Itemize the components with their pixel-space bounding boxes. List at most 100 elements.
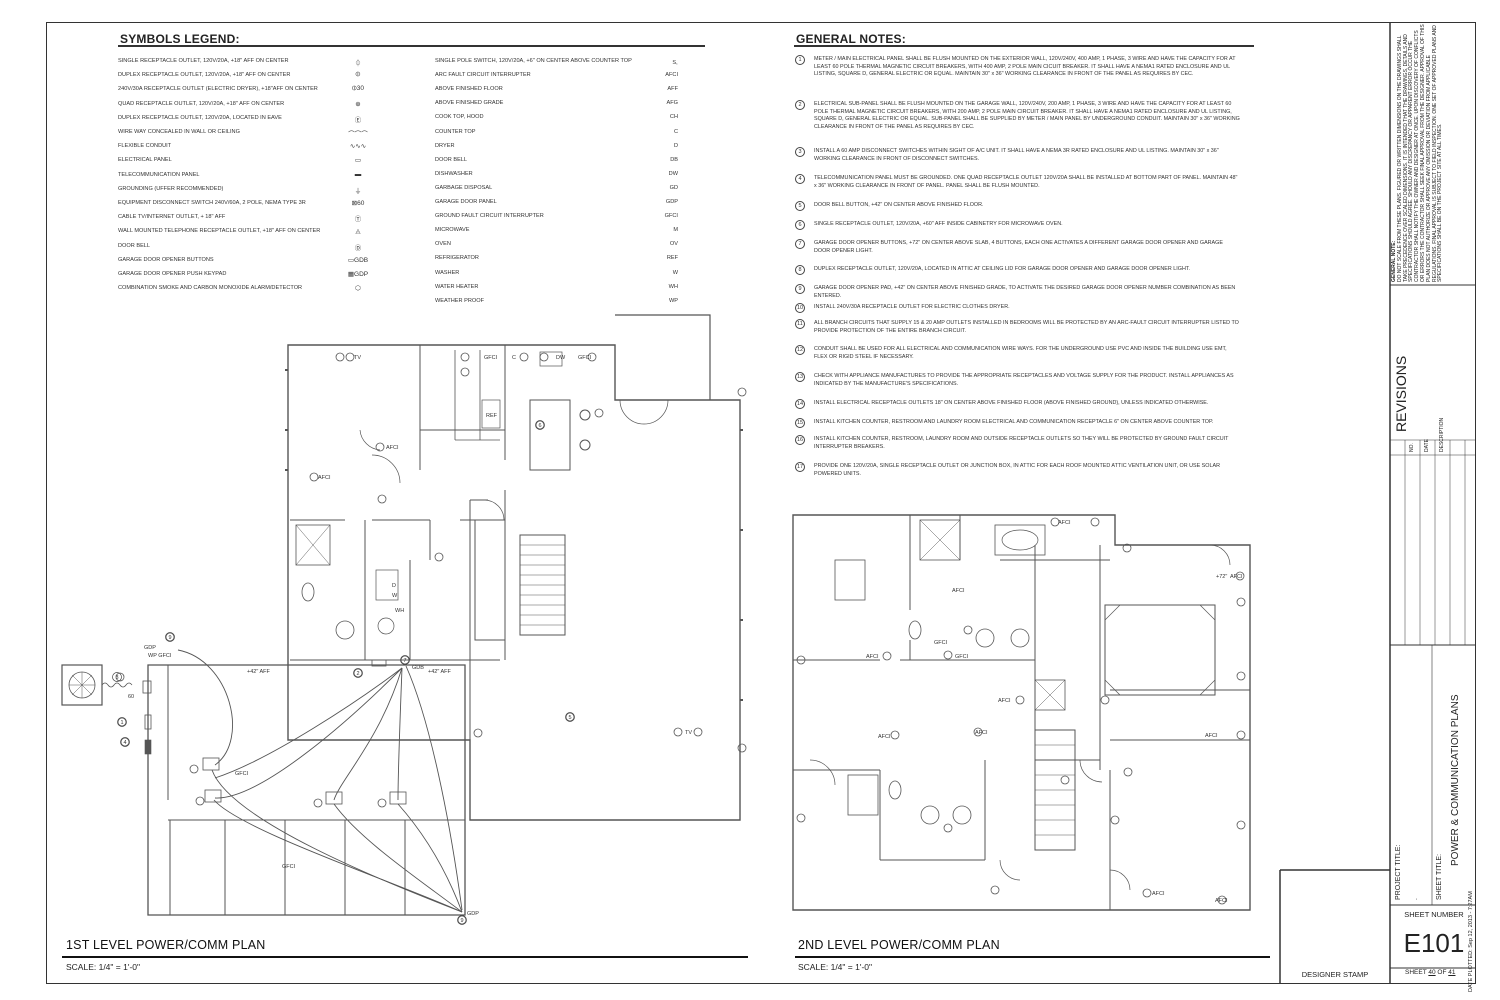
second-level-plan-scale: SCALE: 1/4" = 1'-0": [798, 962, 873, 972]
legend-symbol-label: FLEXIBLE CONDUIT: [118, 143, 172, 150]
note-text: CONDUIT SHALL BE USED FOR ALL ELECTRICAL…: [814, 346, 1227, 360]
legend-symbol-glyph: Ⓓ: [354, 244, 362, 252]
note-number-badge: 10: [795, 303, 805, 313]
svg-text:9: 9: [168, 635, 171, 641]
sheet-title-value: POWER & COMMUNICATION PLANS: [1450, 694, 1461, 867]
legend-abbreviation-label: MICROWAVE: [435, 227, 470, 234]
legend-symbol-glyph: Ⓔ: [354, 116, 362, 124]
label-afci-5: AFCI: [952, 588, 965, 594]
note-number-badge: 11: [795, 319, 805, 329]
label-afci-1: AFCI: [386, 445, 399, 451]
project-title-label: PROJECT TITLE:: [1395, 844, 1402, 900]
legend-abbreviation-code: WP: [668, 297, 678, 304]
label-afci-2: AFCI: [318, 475, 331, 481]
legend-abbreviation-label: GROUND FAULT CIRCUIT INTERRUPTER: [435, 213, 544, 220]
label-wh: WH: [395, 608, 404, 614]
first-level-plan-title: 1ST LEVEL POWER/COMM PLAN: [66, 938, 266, 952]
legend-symbol-label: TELECOMMUNICATION PANEL: [118, 171, 200, 178]
legend-symbol-label: COMBINATION SMOKE AND CARBON MONOXIDE AL…: [118, 285, 303, 292]
sheet-count: SHEET 40 OF 41: [1405, 969, 1456, 976]
label-gfci-4: GFCI: [955, 654, 969, 660]
legend-symbol-label: EQUIPMENT DISCONNECT SWITCH 240V/60A, 2 …: [118, 200, 306, 206]
legend-symbol-label: SINGLE RECEPTACLE OUTLET, 120V/20A, +18"…: [118, 58, 289, 64]
legend-symbol-glyph: ⊕: [355, 100, 361, 108]
callout-9a: 9: [165, 632, 175, 642]
legend-symbol-label: GARAGE DOOR OPENER BUTTONS: [118, 256, 214, 263]
label-tv-1: TV: [354, 355, 361, 361]
label-afci-10: AFCI: [1205, 733, 1218, 739]
label-gfci-garage-2: GFCI: [282, 864, 296, 870]
note-number-badge: 4: [795, 174, 805, 184]
note-number-badge: 14: [795, 399, 805, 409]
callout-5: 5: [565, 712, 575, 722]
note-number-badge: 9: [795, 284, 805, 294]
legend-abbreviation-label: ARC FAULT CIRCUIT INTERRUPTER: [435, 72, 531, 79]
sheet-number: E101: [1403, 928, 1465, 958]
label-wp-gfci-1: WP GFCI: [148, 653, 172, 659]
legend-symbol-label: QUAD RECEPTACLE OUTLET, 120V/20A, +18" A…: [118, 100, 285, 107]
legend-abbreviation-code: M: [673, 227, 678, 234]
legend-abbreviation-label: SINGLE POLE SWITCH, 120V/20A, +6" ON CEN…: [435, 58, 632, 64]
designer-stamp-label: DESIGNER STAMP: [1301, 970, 1369, 979]
sheet-total: 41: [1448, 969, 1456, 976]
legend-symbol-label: GROUNDING (UFFER RECOMMENDED): [118, 185, 224, 192]
note-text: GARAGE DOOR OPENER PAD, +42" ON CENTER A…: [814, 285, 1236, 299]
note-text: INSTALL 240V/30A RECEPTACLE OUTLET FOR E…: [814, 304, 1010, 310]
label-aff72: +72": [1216, 574, 1227, 580]
legend-symbol-glyph: ⦶: [355, 71, 361, 79]
note-number-badge: 7: [795, 239, 805, 249]
legend-abbreviation-code: REF: [666, 255, 678, 262]
title-block-frame: [1279, 22, 1476, 984]
note-number-badge: 16: [795, 435, 805, 445]
legend-abbreviation-code: GDP: [665, 199, 678, 205]
callout-9b: 9: [457, 915, 467, 925]
note-number-badge: 6: [795, 220, 805, 230]
second-level-floor-plan: [792, 514, 1251, 911]
general-note-block: GENERAL NOTE: DO NOT SCALE FROM THESE PL…: [1391, 24, 1444, 282]
revisions-col-date-label: DATE: [1424, 439, 1430, 452]
label-tv-2: TV: [685, 730, 692, 736]
legend-symbol-label: CABLE TV/INTERNET OUTLET, + 18" AFF: [118, 214, 226, 221]
legend-abbreviation-label: DISHWASHER: [435, 170, 473, 177]
legend-abbreviation-code: D: [673, 142, 678, 149]
legend-abbreviation-label: DRYER: [435, 142, 455, 149]
label-w: W: [392, 593, 398, 599]
svg-text:7: 7: [403, 658, 406, 664]
note-number-badge: 17: [795, 462, 805, 472]
legend-abbreviation-label: WATER HEATER: [435, 283, 479, 290]
note-text: GARAGE DOOR OPENER BUTTONS, +72" ON CENT…: [814, 240, 1223, 254]
label-gdp-2: GDP: [467, 911, 479, 917]
label-c-1: C: [512, 355, 516, 361]
legend-symbol-glyph: ▭: [354, 157, 362, 165]
revisions-title: REVISIONS: [1393, 355, 1409, 432]
note-text: INSTALL ELECTRICAL RECEPTACLE OUTLETS 18…: [814, 400, 1209, 406]
note-number-badge: 12: [795, 345, 805, 355]
sheet-title-label: SHEET TITLE:: [1436, 853, 1443, 900]
legend-symbol-glyph: ⏀: [354, 60, 362, 67]
legend-abbreviation-label: REFRIGERATOR: [435, 255, 479, 262]
note-number-badge: 8: [795, 265, 805, 275]
label-afci-9: AFCI: [878, 734, 891, 740]
callout-2: 2: [353, 668, 363, 678]
legend-abbreviation-code: GFCI: [664, 213, 678, 220]
note-text: DOOR BELL BUTTON, +42" ON CENTER ABOVE F…: [814, 202, 984, 208]
note-text: ALL BRANCH CIRCUITS THAT SUPPLY 15 & 20 …: [814, 320, 1239, 334]
label-d: D: [392, 583, 396, 589]
callout-6: 6: [535, 420, 545, 430]
legend-abbreviation-label: GARAGE DOOR PANEL: [435, 199, 497, 205]
first-level-floor-plan: [61, 314, 747, 925]
legend-symbol-glyph: Ⓣ: [354, 216, 362, 224]
label-gdb: GDB: [412, 665, 424, 671]
legend-symbol-glyph: ∿∿∿: [349, 143, 367, 151]
svg-text:5: 5: [568, 715, 571, 721]
legend-symbol-label: WIRE WAY CONCEALED IN WALL OR CEILING: [118, 129, 240, 135]
notes-title: GENERAL NOTES:: [796, 32, 906, 46]
drawing-sheet-border: [46, 22, 1476, 984]
